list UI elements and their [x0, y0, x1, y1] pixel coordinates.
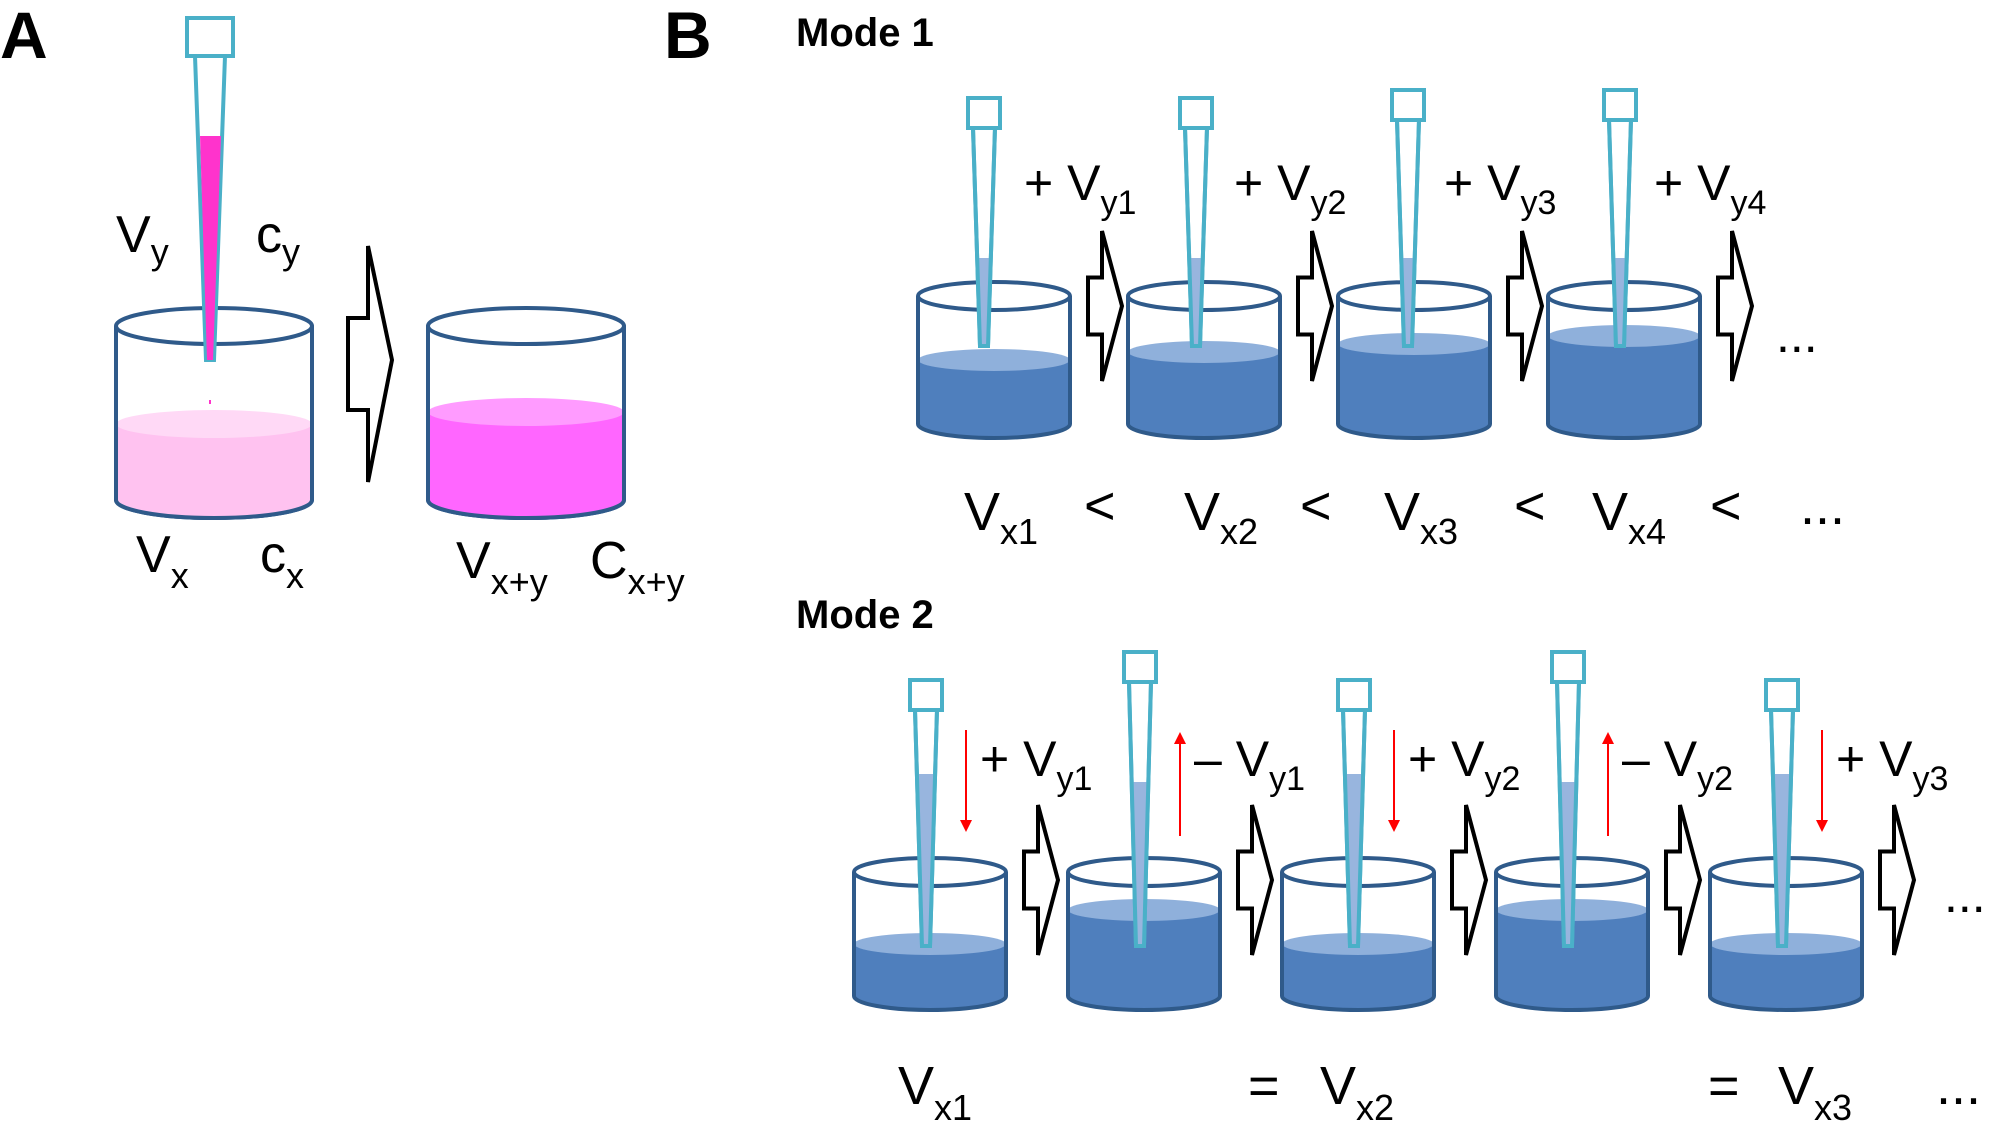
liquid-blue	[1496, 910, 1648, 1010]
mode1-additions: + Vy1 + Vy2 + Vy3 + Vy4	[1024, 155, 1766, 222]
less-than-sign: <	[1300, 476, 1332, 536]
process-arrow	[1296, 230, 1335, 382]
mode1-volume-x1: Vx1	[964, 482, 1038, 552]
process-arrow	[1086, 230, 1125, 382]
mode2-step-3: + Vy2	[1408, 731, 1520, 798]
liquid-blue	[1068, 910, 1220, 1010]
liquid-blue	[1282, 944, 1434, 1010]
label-cy: cy	[256, 206, 300, 272]
label-vx: Vx	[136, 526, 189, 596]
liquid-pink-strong	[428, 412, 624, 518]
red-arrow-down-icon	[1388, 730, 1400, 832]
mode2-step-4: – Vy2	[1622, 731, 1733, 798]
process-arrow	[1716, 230, 1755, 382]
mode1-volume-x2: Vx2	[1184, 482, 1258, 552]
pipette-icon	[1122, 650, 1158, 948]
liquid-blue	[1338, 344, 1490, 438]
beaker-final	[426, 306, 626, 520]
liquid-blue	[1128, 352, 1280, 438]
mode2-volume-x2: Vx2	[1320, 1056, 1394, 1124]
mode1-addition-1: + Vy1	[1024, 155, 1136, 222]
mode2-step-2: – Vy1	[1194, 731, 1305, 798]
mode1-volume-x3: Vx3	[1384, 482, 1458, 552]
mode1-relation: Vx1 < Vx2 < Vx3 < Vx4 <...	[964, 476, 1845, 552]
pipette-liquid	[200, 136, 221, 360]
label-vy: Vy	[116, 206, 169, 272]
red-arrow-down-icon	[960, 730, 972, 832]
panel-b-letter: B	[664, 0, 712, 72]
pipette-icon	[1178, 96, 1214, 348]
ellipsis: ...	[1800, 476, 1845, 536]
process-arrow	[1664, 804, 1703, 956]
mode1-beaker-1	[916, 280, 1072, 440]
mode2-step-1: + Vy1	[980, 731, 1092, 798]
equals-sign: =	[1708, 1056, 1740, 1116]
red-arrow-up-icon	[1602, 732, 1614, 836]
process-arrow	[1236, 804, 1275, 956]
pipette-icon	[1602, 88, 1638, 348]
pipette-icon	[966, 96, 1002, 348]
mode2-relation: Vx1 = Vx2 = Vx3...	[898, 1056, 1981, 1124]
mode1-sequence	[916, 88, 1755, 440]
less-than-sign: <	[1084, 476, 1116, 536]
mode2-step-5: + Vy3	[1836, 731, 1948, 798]
mode1-addition-4: + Vy4	[1654, 155, 1766, 222]
liquid-blue	[918, 360, 1070, 438]
liquid-pink-light	[116, 424, 312, 518]
mode1-title: Mode 1	[796, 11, 934, 55]
mode2-ellipsis: ...	[1944, 867, 1986, 923]
process-arrow	[1022, 804, 1061, 956]
pipette-icon	[1336, 678, 1372, 948]
process-arrow	[1450, 804, 1489, 956]
equals-sign: =	[1248, 1056, 1280, 1116]
red-arrow-up-icon	[1174, 732, 1186, 836]
liquid-blue	[854, 944, 1006, 1010]
process-arrow	[1878, 804, 1917, 956]
mode2-title: Mode 2	[796, 593, 934, 637]
mode2-beaker-5	[1708, 856, 1864, 1012]
mode1-ellipsis: ...	[1776, 307, 1818, 363]
less-than-sign: <	[1514, 476, 1546, 536]
mode2-volume-x3: Vx3	[1778, 1056, 1852, 1124]
pipette-icon	[908, 678, 944, 948]
pipette-icon	[1390, 88, 1426, 348]
mode2-volume-x1: Vx1	[898, 1056, 972, 1124]
ellipsis: ...	[1936, 1056, 1981, 1116]
label-cx: cx	[260, 526, 304, 596]
mode1-beaker-2	[1126, 280, 1282, 440]
mode1-volume-x4: Vx4	[1592, 482, 1666, 552]
liquid-blue	[1548, 336, 1700, 438]
process-arrow	[346, 245, 395, 483]
beaker-initial	[114, 306, 314, 520]
mode2-steps: + Vy1 – Vy1 + Vy2 – Vy2 + Vy3	[980, 731, 1948, 798]
process-arrow	[1506, 230, 1545, 382]
mode1-addition-2: + Vy2	[1234, 155, 1346, 222]
liquid-blue	[1710, 944, 1862, 1010]
mode1-addition-3: + Vy3	[1444, 155, 1556, 222]
label-cxy: Cx+y	[590, 532, 685, 602]
label-vxy: Vx+y	[456, 532, 548, 602]
mode2-beaker-2	[1066, 856, 1222, 1012]
panel-a-letter: A	[0, 0, 48, 72]
mode2-beaker-3	[1280, 856, 1436, 1012]
red-arrow-down-icon	[1816, 730, 1828, 832]
mode2-sequence	[852, 650, 1917, 1012]
pipette-icon	[1764, 678, 1800, 948]
less-than-sign: <	[1710, 476, 1742, 536]
pipette-icon	[1550, 650, 1586, 948]
pipette-icon	[185, 16, 235, 404]
